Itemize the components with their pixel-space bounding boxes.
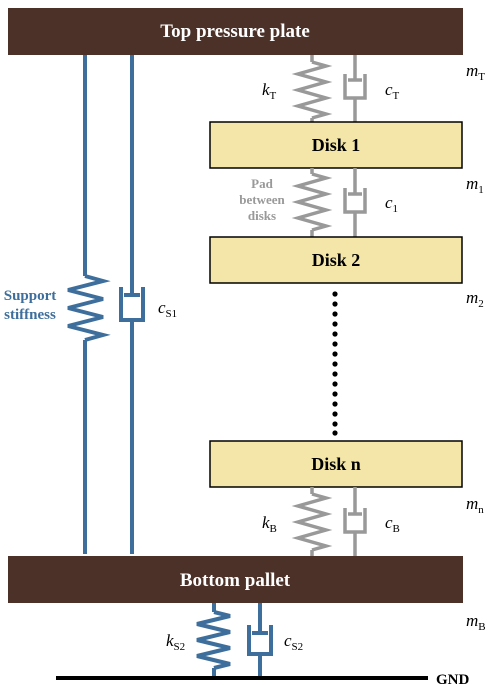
- kt-spring: [291, 60, 333, 120]
- disk-n-label: Disk n: [311, 454, 361, 474]
- ground-support-element: [196, 603, 273, 677]
- mass-label-mn: mn: [466, 494, 484, 516]
- disk-2-label: Disk 2: [312, 250, 361, 270]
- bottom-pallet: Bottom pallet: [8, 556, 463, 603]
- disk-2: Disk 2: [209, 236, 463, 284]
- mass-label-mt: mT: [466, 61, 485, 83]
- kb-label: kB: [262, 513, 277, 535]
- mass-label-m1: m1: [466, 174, 484, 196]
- ground-label: GND: [436, 672, 470, 685]
- bottom-pad-element: [291, 487, 367, 556]
- disk-1-label: Disk 1: [312, 135, 361, 155]
- ellipsis-dots: [332, 291, 338, 436]
- pad-label-line2: between: [239, 192, 285, 207]
- disk-1-body: [209, 121, 463, 169]
- disk-2-body: [209, 236, 463, 284]
- ks2-spring: [196, 610, 231, 670]
- kt-label: kT: [262, 80, 277, 102]
- cs1-label: cS1: [158, 298, 177, 320]
- top-pressure-plate: Top pressure plate: [8, 8, 463, 55]
- mass-label-mb: mB: [466, 611, 486, 633]
- support-structure: [67, 55, 145, 554]
- kb-spring: [291, 492, 333, 552]
- top-plate-label: Top pressure plate: [160, 21, 310, 42]
- c1-label: c1: [385, 193, 398, 215]
- top-pad-element: [291, 55, 367, 122]
- top-plate-body: [8, 8, 463, 55]
- cb-label: cB: [385, 513, 400, 535]
- support-spring: [67, 274, 111, 342]
- pad-label-line1: Pad: [251, 176, 273, 191]
- disk-n-body: [209, 440, 463, 488]
- cs2-label: cS2: [284, 631, 303, 653]
- support-label-line1: Support: [4, 288, 57, 304]
- pad-label-line3: disks: [248, 208, 276, 223]
- k1-spring: [291, 172, 333, 232]
- disk-1: Disk 1: [209, 121, 463, 169]
- disk-n: Disk n: [209, 440, 463, 488]
- bottom-pallet-body: [8, 556, 463, 603]
- support-label-line2: stiffness: [4, 307, 56, 323]
- bottom-pallet-label: Bottom pallet: [180, 570, 291, 591]
- mass-label-m2: m2: [466, 288, 484, 310]
- pad-element-1: [291, 168, 367, 237]
- ct-label: cT: [385, 80, 400, 102]
- ks2-label: kS2: [166, 631, 185, 653]
